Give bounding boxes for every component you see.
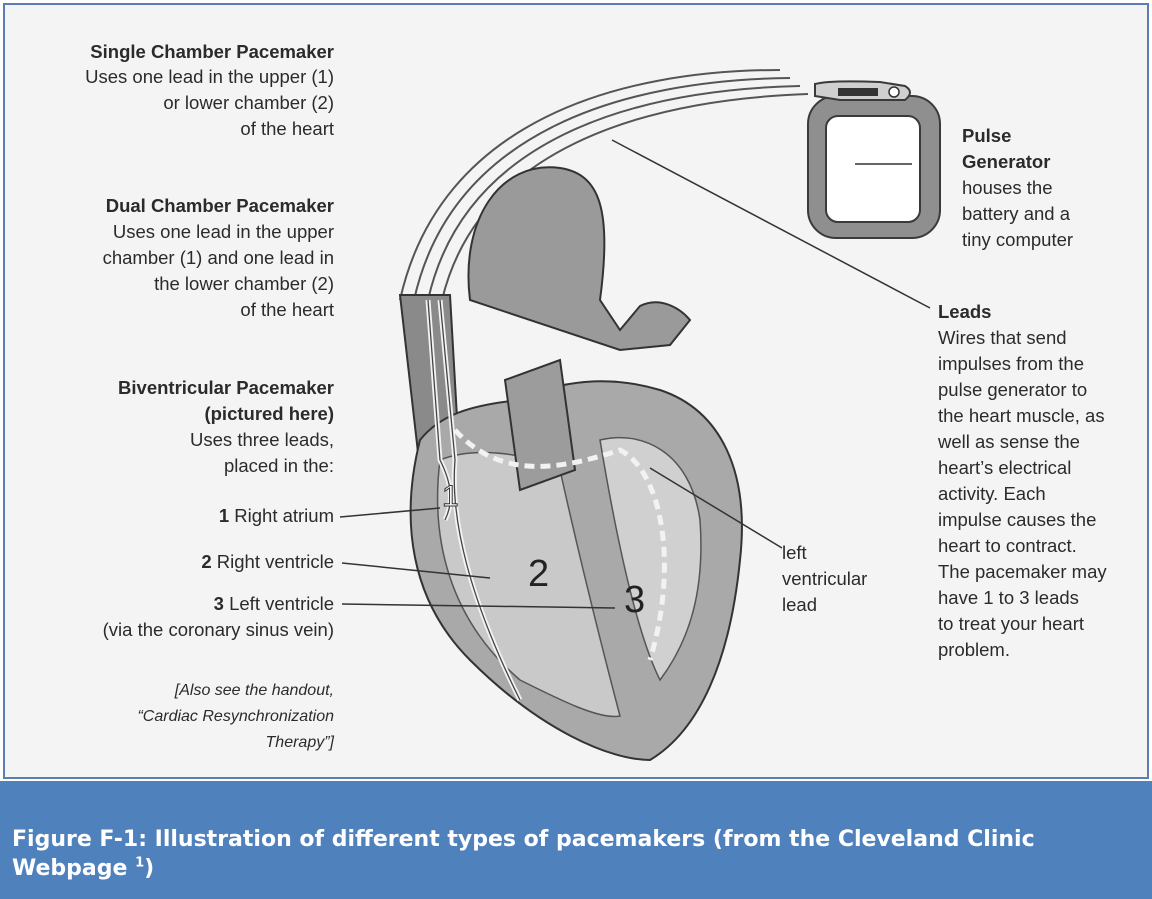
leads-line: heart to contract. <box>938 534 1077 558</box>
biventricular-title: Biventricular Pacemaker <box>118 376 334 400</box>
leads-line: heart’s electrical <box>938 456 1071 480</box>
leads-line: pulse generator to <box>938 378 1087 402</box>
label-left-ventricle-sub: (via the coronary sinus vein) <box>103 618 334 642</box>
caption-footnote: 1 <box>135 856 144 871</box>
leads-line: well as sense the <box>938 430 1080 454</box>
leads-line: activity. Each <box>938 482 1046 506</box>
leads-line: Wires that send <box>938 326 1067 350</box>
handout-note: “Cardiac Resynchronization <box>137 706 334 728</box>
leads-title: Leads <box>938 300 991 324</box>
label-number: 2 <box>201 551 211 572</box>
chamber-number-1: 1 <box>442 480 459 513</box>
pulse-generator-line: battery and a <box>962 202 1070 226</box>
pulse-generator-title: Pulse <box>962 124 1011 148</box>
lv-lead-label: ventricular <box>782 567 867 591</box>
chamber-number-2: 2 <box>528 553 549 595</box>
leads-line: impulse causes the <box>938 508 1096 532</box>
caption-text: Figure F-1: Illustration of different ty… <box>12 827 1035 881</box>
dual-chamber-line: chamber (1) and one lead in <box>103 246 334 270</box>
pulse-generator-line: houses the <box>962 176 1053 200</box>
single-chamber-line: of the heart <box>240 117 334 141</box>
lv-lead-label: left <box>782 541 807 565</box>
chamber-number-3: 3 <box>624 579 645 621</box>
handout-note: Therapy”] <box>266 732 334 754</box>
figure-caption: Figure F-1: Illustration of different ty… <box>0 781 1152 899</box>
dual-chamber-title: Dual Chamber Pacemaker <box>106 194 334 218</box>
label-left-ventricle: 3 Left ventricle <box>214 592 334 616</box>
label-text: Right ventricle <box>217 551 334 572</box>
single-chamber-title: Single Chamber Pacemaker <box>90 40 334 64</box>
dual-chamber-line: Uses one lead in the upper <box>113 220 334 244</box>
leads-line: problem. <box>938 638 1010 662</box>
dual-chamber-line: of the heart <box>240 298 334 322</box>
label-text: Left ventricle <box>229 593 334 614</box>
single-chamber-line: or lower chamber (2) <box>163 91 334 115</box>
biventricular-line: Uses three leads, <box>190 428 334 452</box>
handout-note: [Also see the handout, <box>175 680 334 702</box>
aorta <box>468 167 690 350</box>
pulse-generator-title: Generator <box>962 150 1050 174</box>
pulse-generator-device <box>808 81 940 238</box>
pulse-generator-line: tiny computer <box>962 228 1073 252</box>
label-right-ventricle: 2 Right ventricle <box>201 550 334 574</box>
label-number: 3 <box>214 593 224 614</box>
label-number: 1 <box>219 505 229 526</box>
lv-lead-label: lead <box>782 593 817 617</box>
leads-line: to treat your heart <box>938 612 1084 636</box>
biventricular-title: (pictured here) <box>204 402 334 426</box>
label-right-atrium: 1 Right atrium <box>219 504 334 528</box>
leads-line: The pacemaker may <box>938 560 1107 584</box>
label-text: Right atrium <box>234 505 334 526</box>
leads-line: the heart muscle, as <box>938 404 1105 428</box>
leads-line: impulses from the <box>938 352 1084 376</box>
single-chamber-line: Uses one lead in the upper (1) <box>85 65 334 89</box>
biventricular-line: placed in the: <box>224 454 334 478</box>
dual-chamber-line: the lower chamber (2) <box>154 272 334 296</box>
leads-line: have 1 to 3 leads <box>938 586 1079 610</box>
caption-end: ) <box>144 856 154 881</box>
